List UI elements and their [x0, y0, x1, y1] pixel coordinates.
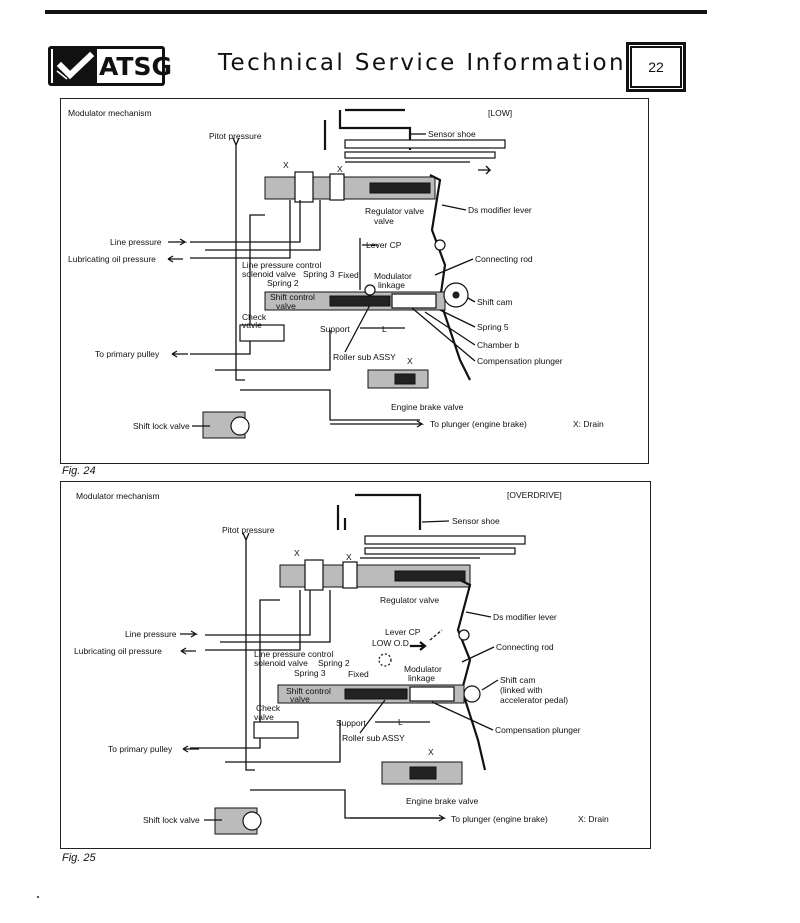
label-accelerator-pedal: accelerator pedal) [500, 695, 568, 705]
upper-shaft-2 [344, 151, 496, 159]
label-ds-modifier-lever: Ds modifier lever [493, 612, 557, 622]
label-compensation-plunger: Compensation plunger [495, 725, 581, 735]
label-support: Support [320, 324, 350, 334]
label-modulator: Modulator [374, 271, 412, 281]
page-title: Technical Service Information [218, 50, 626, 76]
figure-panel-low [60, 98, 649, 464]
label-lubricating-oil-pressure: Lubricating oil pressure [68, 254, 156, 264]
logo-text: ATSG [99, 51, 172, 81]
label-support: Support [336, 718, 366, 728]
drain-mark: X [337, 164, 343, 174]
label-spring2: Spring 2 [318, 658, 350, 668]
check-valve [239, 324, 285, 342]
upper-shaft [344, 139, 506, 149]
svg-text:valve: valve [374, 216, 394, 226]
label-lpcsv-2: solenoid valve [242, 269, 296, 279]
label-vavle: vavle [242, 320, 262, 330]
label-regulator-valve: Regulator valve [365, 206, 424, 216]
label-to-plunger: To plunger (engine brake) [430, 419, 527, 429]
label-fixed: Fixed [348, 669, 369, 679]
sensor-shoe-shape [323, 108, 412, 150]
label-linked-with: (linked with [500, 685, 543, 695]
label-valve: valve [290, 694, 310, 704]
label-shift-cam: Shift cam [500, 675, 535, 685]
label-linkage: linkage [378, 280, 405, 290]
label-shift-lock-valve: Shift lock valve [133, 421, 190, 431]
scan-speck [37, 896, 39, 898]
label-spring3: Spring 3 [294, 668, 326, 678]
ds-modifier-lever [456, 579, 487, 771]
drain-mark: X [407, 356, 413, 366]
label-chamber-b: Chamber b [477, 340, 519, 350]
drain-mark: X [283, 160, 289, 170]
state-label: [LOW] [488, 108, 512, 118]
label-valve: valve [254, 712, 274, 722]
check-valve [253, 721, 299, 739]
label-connecting-rod: Connecting rod [475, 254, 533, 264]
atsg-logo: ATSG [48, 46, 172, 86]
label-drain: X: Drain [573, 419, 604, 429]
label-roller-sub-assy: Roller sub ASSY [342, 733, 405, 743]
label-lubricating-oil-pressure: Lubricating oil pressure [74, 646, 162, 656]
label-spring5: Spring 5 [477, 322, 509, 332]
label-pitot-pressure: Pitot pressure [209, 131, 262, 141]
label-to-primary-pulley: To primary pulley [108, 744, 173, 754]
label-compensation-plunger: Compensation plunger [477, 356, 563, 366]
regulator-valve-spool [369, 182, 431, 194]
drain-mark: X [346, 552, 352, 562]
label-regulator-valve: Regulator valve [380, 595, 439, 605]
label-roller-sub-assy: Roller sub ASSY [333, 352, 396, 362]
label-line-pressure: Line pressure [125, 629, 177, 639]
label-connecting-rod: Connecting rod [496, 642, 554, 652]
label-l1: L [382, 324, 387, 334]
label-to-primary-pulley: To primary pulley [95, 349, 160, 359]
label-shift-control: Shift control [270, 292, 315, 302]
label-sensor-shoe: Sensor shoe [452, 516, 500, 526]
page-number: 22 [626, 42, 686, 92]
label-check: Check [256, 703, 281, 713]
label-lpcsv: Line pressure control [242, 260, 321, 270]
drain-mark: X [428, 747, 434, 757]
checkmark-icon [53, 49, 97, 83]
figure-panel-overdrive [60, 481, 651, 849]
diagram-heading: Modulator mechanism [76, 491, 160, 501]
label-fixed: Fixed [338, 270, 359, 280]
label-lever-cp: Lever CP [366, 240, 402, 250]
label-line-pressure: Line pressure [110, 237, 162, 247]
label-linkage: linkage [408, 673, 435, 683]
ds-modifier-lever [429, 174, 471, 381]
label-lever-cp: Lever CP [385, 627, 421, 637]
figure-caption: Fig. 24 [62, 465, 96, 477]
label-engine-brake-valve: Engine brake valve [391, 402, 464, 412]
label-modulator: Modulator [404, 664, 442, 674]
label-spring2: Spring 2 [267, 278, 299, 288]
label-shift-cam: Shift cam [477, 297, 512, 307]
state-label: [OVERDRIVE] [507, 490, 562, 500]
pitot-line [235, 145, 245, 381]
label-ds-modifier-lever: Ds modifier lever [468, 205, 532, 215]
label-spring3: Spring 3 [303, 269, 335, 279]
figure-caption: Fig. 25 [62, 852, 96, 864]
label-check: Check [242, 312, 267, 322]
diagram-heading: Modulator mechanism [68, 108, 152, 118]
label-pitot-pressure: Pitot pressure [222, 525, 275, 535]
label-low-od: LOW O.D. [372, 638, 411, 648]
label-shift-lock-valve: Shift lock valve [143, 815, 200, 825]
label-shift-control: Shift control [286, 686, 331, 696]
label-valve: valve [276, 301, 296, 311]
arrow-icon [478, 165, 492, 175]
label-engine-brake-valve: Engine brake valve [406, 796, 479, 806]
header-rule [45, 10, 707, 14]
label-to-plunger: To plunger (engine brake) [451, 814, 548, 824]
label-drain: X: Drain [578, 814, 609, 824]
drain-mark: X [294, 548, 300, 558]
label-lpcsv-2: solenoid valve [254, 658, 308, 668]
shift-cam [463, 685, 481, 703]
label-sensor-shoe: Sensor shoe [428, 129, 476, 139]
label-lpcsv: Line pressure control [254, 649, 333, 659]
